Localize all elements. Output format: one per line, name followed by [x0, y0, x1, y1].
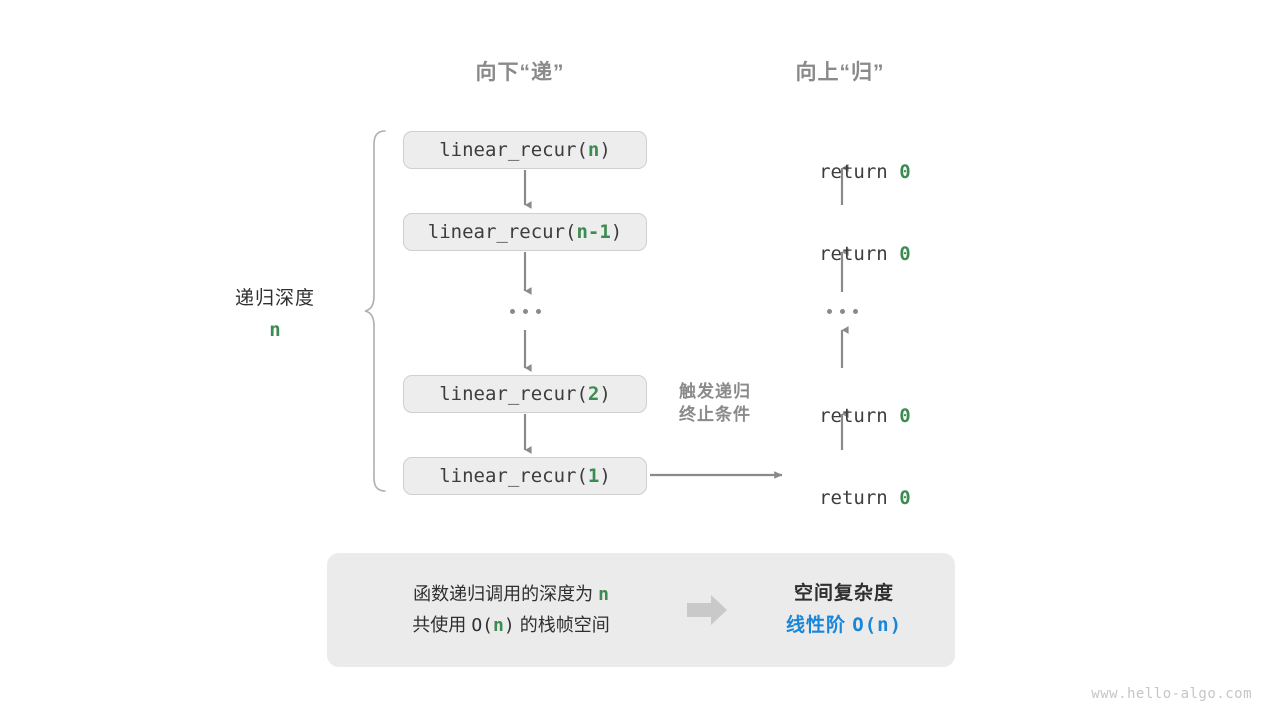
summary-line-2-highlight: n: [493, 615, 504, 636]
summary-line-2: 共使用 O(n) 的栈帧空间: [355, 610, 667, 641]
complexity-value: 线性阶 O(n): [747, 609, 941, 642]
ellipsis-dot: [536, 309, 541, 314]
return-keyword: return: [819, 161, 900, 183]
recursion-depth-brace: [364, 130, 386, 492]
recursion-depth-label: 递归深度 n: [185, 283, 365, 341]
column-header-down: 向下“递”: [475, 61, 565, 84]
return-value: 0: [899, 161, 911, 183]
summary-line-1-highlight: n: [598, 584, 609, 605]
call-box-close: ): [599, 139, 611, 161]
call-box-name: linear_recur(: [427, 221, 577, 243]
summary-panel: 函数递归调用的深度为 n 共使用 O(n) 的栈帧空间 空间复杂度 线性阶 O(…: [327, 553, 955, 667]
call-box-name: linear_recur(: [439, 383, 588, 405]
summary-line-1: 函数递归调用的深度为 n: [355, 579, 667, 610]
return-label-3: return 0: [722, 383, 962, 449]
recursion-depth-value: n: [269, 319, 281, 341]
complexity-value-notation: O(n): [852, 613, 903, 636]
termination-note: 触发递归 终止条件: [650, 380, 780, 426]
ellipsis-dot: [840, 309, 845, 314]
summary-line-2-prefix: 共使用: [412, 615, 472, 635]
summary-line-2-suffix: 的栈帧空间: [514, 615, 610, 635]
ellipsis-dot: [510, 309, 515, 314]
call-box-n-minus-1[interactable]: linear_recur(n-1): [403, 213, 647, 251]
ellipsis-dot: [523, 309, 528, 314]
ellipsis-right: [827, 309, 858, 314]
call-box-close: ): [599, 383, 611, 405]
return-value: 0: [899, 243, 911, 265]
summary-right-text: 空间复杂度 线性阶 O(n): [747, 579, 955, 642]
ellipsis-left: [510, 309, 541, 314]
call-box-1[interactable]: linear_recur(1): [403, 457, 647, 495]
ellipsis-dot: [827, 309, 832, 314]
return-value: 0: [899, 405, 911, 427]
return-label-4: return 0: [722, 465, 962, 531]
call-box-close: ): [599, 465, 611, 487]
call-box-name: linear_recur(: [439, 465, 588, 487]
return-label-2: return 0: [722, 221, 962, 287]
ellipsis-dot: [853, 309, 858, 314]
summary-line-2-close: ): [503, 615, 515, 636]
column-header-up: 向上“归”: [795, 61, 885, 84]
right-arrow-icon: [667, 593, 747, 627]
call-box-arg: 1: [587, 465, 600, 487]
recursion-depth-title: 递归深度: [234, 288, 315, 309]
summary-line-1-text: 函数递归调用的深度为: [413, 584, 599, 604]
return-keyword: return: [819, 405, 900, 427]
complexity-title: 空间复杂度: [793, 582, 894, 604]
termination-note-line1: 触发递归: [679, 382, 751, 401]
complexity-value-label: 线性阶: [785, 614, 853, 636]
return-keyword: return: [819, 487, 900, 509]
return-keyword: return: [819, 243, 900, 265]
call-box-2[interactable]: linear_recur(2): [403, 375, 647, 413]
summary-left-text: 函数递归调用的深度为 n 共使用 O(n) 的栈帧空间: [327, 579, 667, 641]
call-box-name: linear_recur(: [439, 139, 588, 161]
watermark: www.hello-algo.com: [1091, 686, 1252, 702]
call-box-arg: 2: [587, 383, 600, 405]
call-box-arg: n-1: [576, 221, 611, 243]
return-value: 0: [899, 487, 911, 509]
summary-line-2-open: O(: [471, 615, 493, 636]
termination-note-line2: 终止条件: [679, 405, 751, 424]
return-label-1: return 0: [722, 139, 962, 205]
call-box-n[interactable]: linear_recur(n): [403, 131, 647, 169]
call-box-arg: n: [587, 139, 600, 161]
call-box-close: ): [610, 221, 623, 243]
